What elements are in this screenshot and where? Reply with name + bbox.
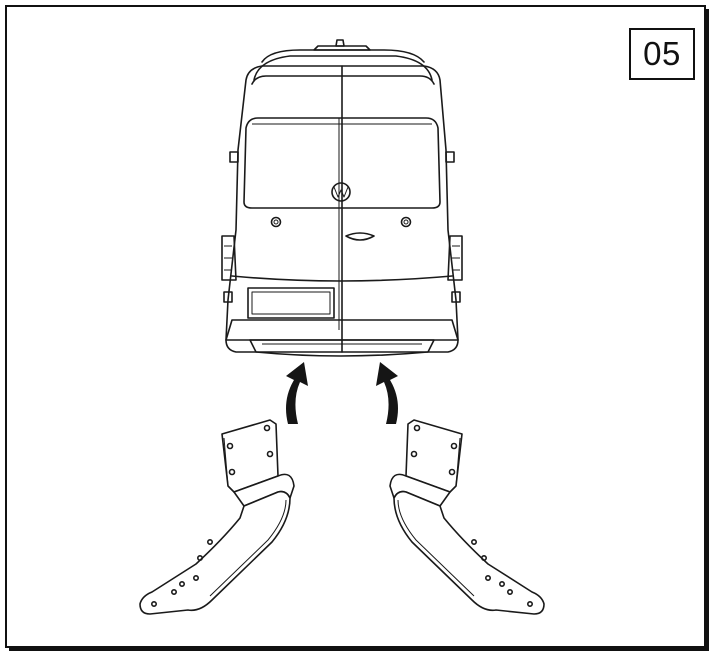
frame-shadow — [706, 9, 709, 651]
frame-shadow — [9, 648, 709, 651]
mounting-bracket-right-icon — [389, 419, 545, 615]
curved-arrow-up-icon — [286, 362, 308, 424]
step-number: 05 — [643, 35, 681, 72]
mounting-bracket-left-icon — [139, 419, 295, 615]
step-badge: 05 — [629, 28, 695, 80]
diagram-frame — [5, 5, 706, 648]
curved-arrow-up-icon — [376, 362, 398, 424]
van-rear-view-icon — [221, 39, 463, 357]
